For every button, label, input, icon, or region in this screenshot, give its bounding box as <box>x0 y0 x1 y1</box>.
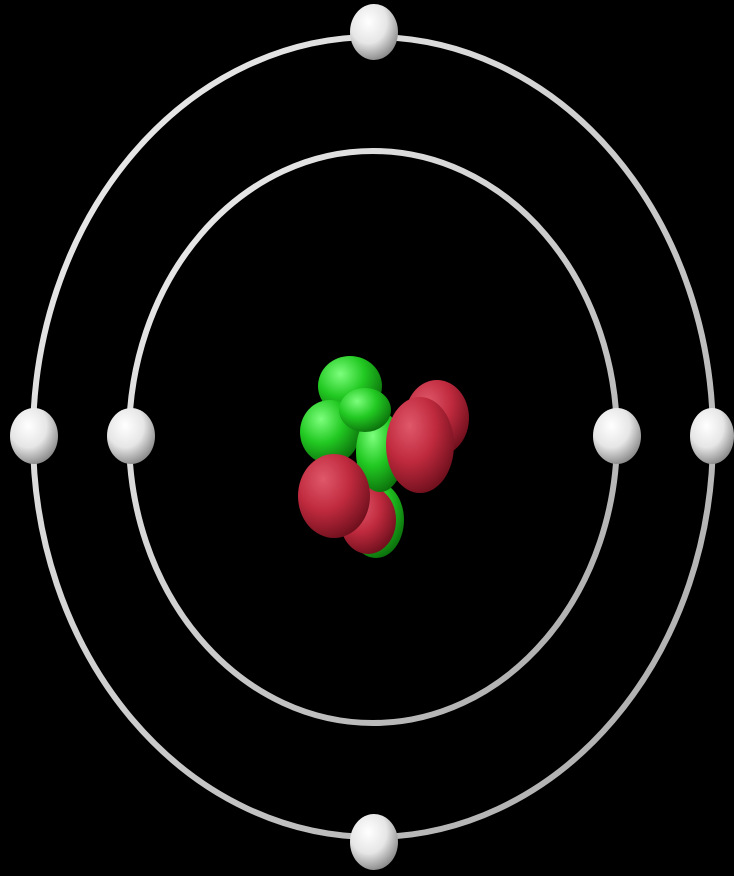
electron <box>593 408 641 464</box>
proton <box>386 397 454 493</box>
neutron <box>339 388 391 432</box>
proton <box>298 454 370 538</box>
electron <box>10 408 58 464</box>
electron <box>350 814 398 870</box>
electron <box>350 4 398 60</box>
electron <box>107 408 155 464</box>
electron <box>690 408 734 464</box>
